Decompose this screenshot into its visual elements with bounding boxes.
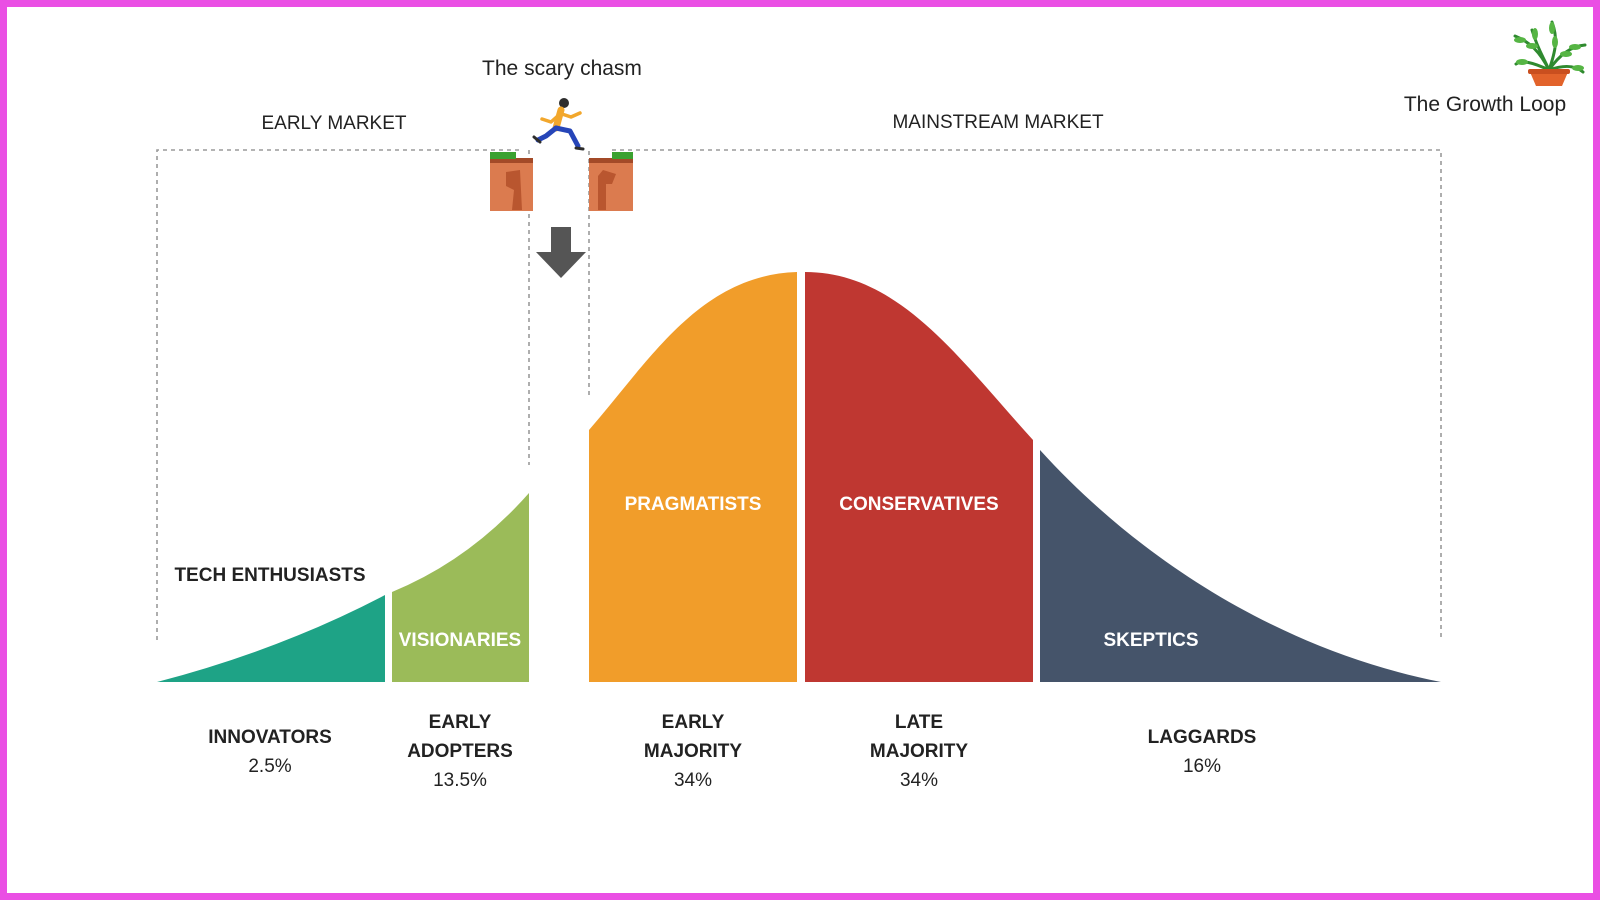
late-majority-group-name-line2: MAJORITY [870,741,969,762]
innovators-group-name: INNOVATORS [208,727,332,748]
early-market-boundary [156,149,530,640]
cliff-icon [589,152,633,211]
early-adopters-percent: 13.5% [433,770,487,791]
potted-plant-icon [1513,20,1587,86]
early-adopters-group-name-line2: ADOPTERS [407,741,513,762]
early-majority-area [589,272,797,682]
laggards-group-name: LAGGARDS [1148,727,1257,748]
mainstream-market-boundary [588,149,1442,640]
visionaries-label: VISIONARIES [399,630,521,651]
laggards-area [1040,450,1441,682]
cliff-icon [490,152,533,211]
mainstream-market-label: MAINSTREAM MARKET [892,112,1104,133]
down-arrow-icon [536,227,586,278]
innovators-percent: 2.5% [248,756,291,777]
conservatives-label: CONSERVATIVES [839,494,998,515]
market-boundaries [156,149,1442,640]
late-majority-percent: 34% [900,770,938,791]
early-adopters-area [392,493,529,682]
running-person-icon [532,98,585,151]
chasm-caption: The scary chasm [482,57,642,80]
pragmatists-label: PRAGMATISTS [625,494,762,515]
skeptics-label: SKEPTICS [1103,630,1198,651]
early-adopters-group-name-line1: EARLY [429,712,492,733]
late-majority-group-name-line1: LATE [895,712,943,733]
tech-enthusiasts-label: TECH ENTHUSIASTS [174,565,365,586]
late-majority-area [805,272,1033,682]
early-majority-group-name-line1: EARLY [662,712,725,733]
innovators-area [157,595,385,682]
early-majority-percent: 34% [674,770,712,791]
brand-name: The Growth Loop [1404,93,1566,116]
laggards-percent: 16% [1183,756,1221,777]
early-market-label: EARLY MARKET [261,113,406,134]
early-majority-group-name-line2: MAJORITY [644,741,743,762]
adoption-curve [157,272,1441,682]
